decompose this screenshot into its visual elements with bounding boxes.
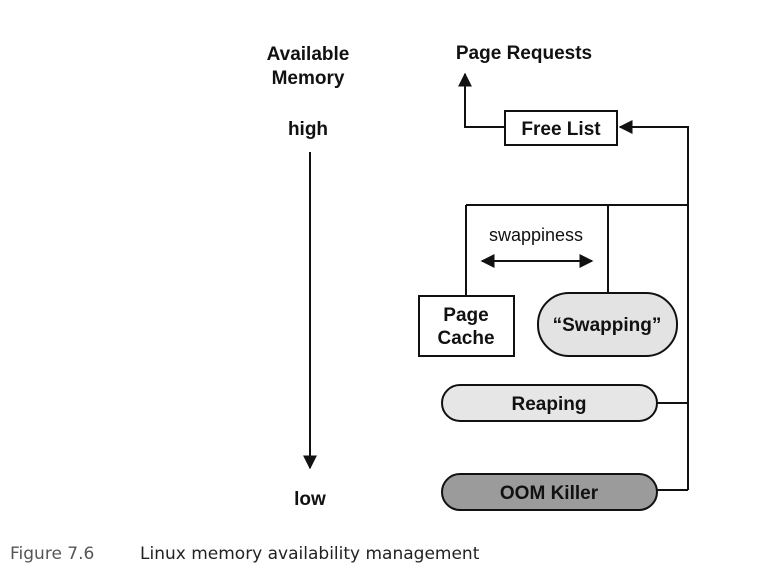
page-cache-box <box>418 295 515 357</box>
figure-number: Figure 7.6 <box>10 544 94 564</box>
low-label: low <box>294 489 326 510</box>
oom-killer-pill <box>441 473 658 511</box>
page-cache-label-line1: Page <box>443 305 488 326</box>
free-list-box <box>504 110 618 146</box>
reaping-label: Reaping <box>512 394 587 415</box>
swapping-pill <box>537 292 678 357</box>
page-requests-arrow <box>458 72 505 128</box>
swappiness-label: swappiness <box>489 225 583 245</box>
figure-caption: Linux memory availability management <box>140 544 480 564</box>
swapping-label: “Swapping” <box>553 315 662 336</box>
page-requests-label: Page Requests <box>456 43 592 64</box>
oom-killer-label: OOM Killer <box>500 483 599 504</box>
page-cache-label-line2: Cache <box>437 328 494 349</box>
available-memory-label-line2: Memory <box>272 68 345 89</box>
free-list-feed-line <box>618 120 689 490</box>
available-memory-label-line1: Available <box>267 44 350 65</box>
free-list-label: Free List <box>521 119 601 140</box>
high-label: high <box>288 119 328 140</box>
